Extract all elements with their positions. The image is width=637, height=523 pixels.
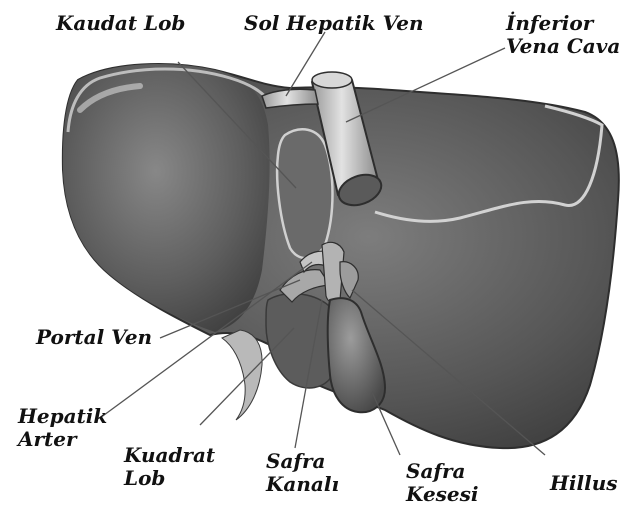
label-inferior-vena-cava: İnferior Vena Cava xyxy=(506,12,620,58)
label-inferior-line2: Vena Cava xyxy=(506,35,620,58)
label-safra-kesesi-line2: Kesesi xyxy=(406,483,479,506)
label-kuadrat-line1: Kuadrat xyxy=(124,444,215,467)
label-safra-kanali-line1: Safra xyxy=(266,450,339,473)
ligament xyxy=(222,330,262,420)
label-kaudat-lob: Kaudat Lob xyxy=(56,12,185,35)
label-portal-ven: Portal Ven xyxy=(36,326,152,349)
label-kuadrat-lob: Kuadrat Lob xyxy=(124,444,215,490)
label-safra-kanali: Safra Kanalı xyxy=(266,450,339,496)
label-inferior-line1: İnferior xyxy=(506,12,620,35)
left-lobe xyxy=(63,64,270,332)
label-safra-kesesi-line1: Safra xyxy=(406,460,479,483)
label-kuadrat-line2: Lob xyxy=(124,467,215,490)
label-hepatik-arter: Hepatik Arter xyxy=(18,405,107,451)
label-sol-hepatik-ven: Sol Hepatik Ven xyxy=(244,12,424,35)
ivc-top xyxy=(312,72,352,88)
label-hepatik-line2: Arter xyxy=(18,428,107,451)
label-hepatik-line1: Hepatik xyxy=(18,405,107,428)
label-hillus: Hillus xyxy=(550,472,618,495)
label-safra-kesesi: Safra Kesesi xyxy=(406,460,479,506)
label-safra-kanali-line2: Kanalı xyxy=(266,473,339,496)
